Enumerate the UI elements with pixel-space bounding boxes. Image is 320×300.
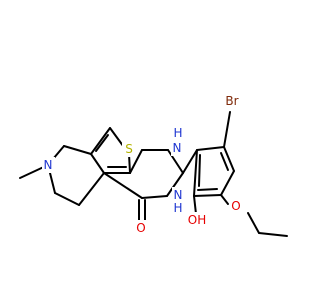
bond-ph2-ph3 xyxy=(223,146,235,172)
bond-ph3-ph4 xyxy=(220,170,235,196)
bond-c7a-c4a-inner xyxy=(95,134,109,152)
bond-c4-c3a xyxy=(78,172,105,206)
bond-c7a-c7 xyxy=(63,145,92,155)
bond-ph5-ph1 xyxy=(193,149,198,197)
bond-c4a-c3a xyxy=(90,153,105,174)
bond-n3-c4p xyxy=(141,195,168,199)
bromine-atom-label: Br xyxy=(225,94,238,108)
amine-atom-label: N xyxy=(44,158,53,172)
sulfur-atom-label: S xyxy=(125,142,133,156)
bond-c7a-c4a xyxy=(90,127,111,155)
bond-oether-ch2 xyxy=(247,212,260,234)
molecule-structure: S N H N H N O Br OH O xyxy=(19,93,288,237)
bond-ph5-oh xyxy=(193,195,197,215)
bond-c2-c8a xyxy=(129,149,143,174)
bond-c4p-c3a xyxy=(103,172,143,199)
nh-bottom-atom-label: N xyxy=(174,188,183,202)
bond-ph4-ph5 xyxy=(193,194,222,197)
nh-bottom-hydrogen-label: H xyxy=(173,201,182,215)
hydroxyl-group-label: OH xyxy=(188,213,206,227)
bond-ch2-ch3 xyxy=(258,232,288,237)
carbonyl-oxygen-label: O xyxy=(136,221,145,235)
molecule-canvas: S N H N H N O Br OH O xyxy=(19,93,288,237)
bond-ph4-ph5-inner xyxy=(197,188,218,191)
bond-layer xyxy=(19,111,288,237)
bond-n1-c2p xyxy=(167,149,184,174)
bond-ph1-ph2 xyxy=(196,146,225,151)
bond-c5-c4 xyxy=(54,192,80,206)
nh-top-atom-label: N xyxy=(173,141,182,155)
atom-label-layer: S N H N H N O Br OH O xyxy=(42,93,243,236)
bond-ph1-ph6-inner xyxy=(198,154,201,187)
bond-c2p-n3 xyxy=(166,172,184,197)
bond-ph2-br xyxy=(223,111,231,148)
nh-top-hydrogen-label: H xyxy=(173,126,182,140)
bond-c2-s xyxy=(128,153,131,174)
bond-ph2-ph3-inner xyxy=(220,152,229,171)
ether-oxygen-label: O xyxy=(231,199,240,213)
bond-c2p-ph1 xyxy=(182,149,198,174)
bond-ph4-oether xyxy=(220,194,229,205)
